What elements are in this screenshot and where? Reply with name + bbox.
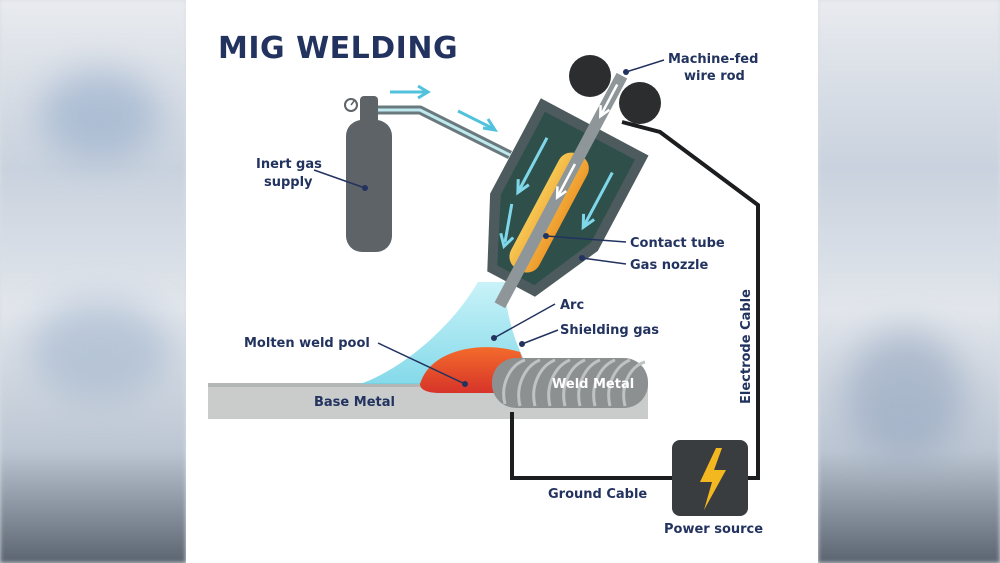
background-blob: [845, 330, 965, 460]
label-weld-metal: Weld Metal: [552, 377, 634, 392]
label-arc: Arc: [560, 298, 584, 313]
label-contact-tube: Contact tube: [630, 236, 725, 251]
feed-roller-top: [569, 55, 611, 97]
label-ground-cable: Ground Cable: [548, 487, 647, 502]
label-shielding-gas: Shielding gas: [560, 323, 659, 338]
gas-flow-arrows-hose: [390, 84, 499, 133]
electrode-cable: [621, 120, 760, 480]
label-inert-gas: Inert gas: [256, 157, 322, 172]
leader-lines: [313, 59, 665, 385]
label-machine-fed: Machine-fed: [668, 52, 758, 67]
background-blur-right: [818, 0, 1000, 563]
gas-flow-arrows-inside: [499, 137, 614, 250]
diagram-title: MIG WELDING: [218, 31, 458, 66]
background-blob: [40, 70, 160, 160]
label-base-metal: Base Metal: [314, 395, 395, 410]
lightning-bolt-icon: [700, 448, 726, 510]
background-blob: [30, 300, 170, 400]
wire-feed-arrows: [555, 83, 619, 201]
label-inert-gas-supply: supply: [264, 175, 313, 190]
label-power-source: Power source: [664, 522, 763, 537]
inert-gas-cylinder: [344, 96, 392, 252]
feed-roller-bottom: [619, 82, 661, 124]
label-gas-nozzle: Gas nozzle: [630, 258, 708, 273]
label-molten-weld-pool: Molten weld pool: [244, 336, 370, 351]
gas-hose-highlight: [374, 108, 511, 157]
welding-torch: [487, 72, 649, 309]
ground-cable: [510, 412, 672, 480]
label-electrode-cable: Electrode Cable: [739, 289, 754, 404]
weld-metal-bead: [492, 358, 648, 408]
leader-dots: [362, 69, 629, 387]
label-wire-rod: wire rod: [684, 69, 745, 84]
gas-hose: [374, 105, 513, 160]
